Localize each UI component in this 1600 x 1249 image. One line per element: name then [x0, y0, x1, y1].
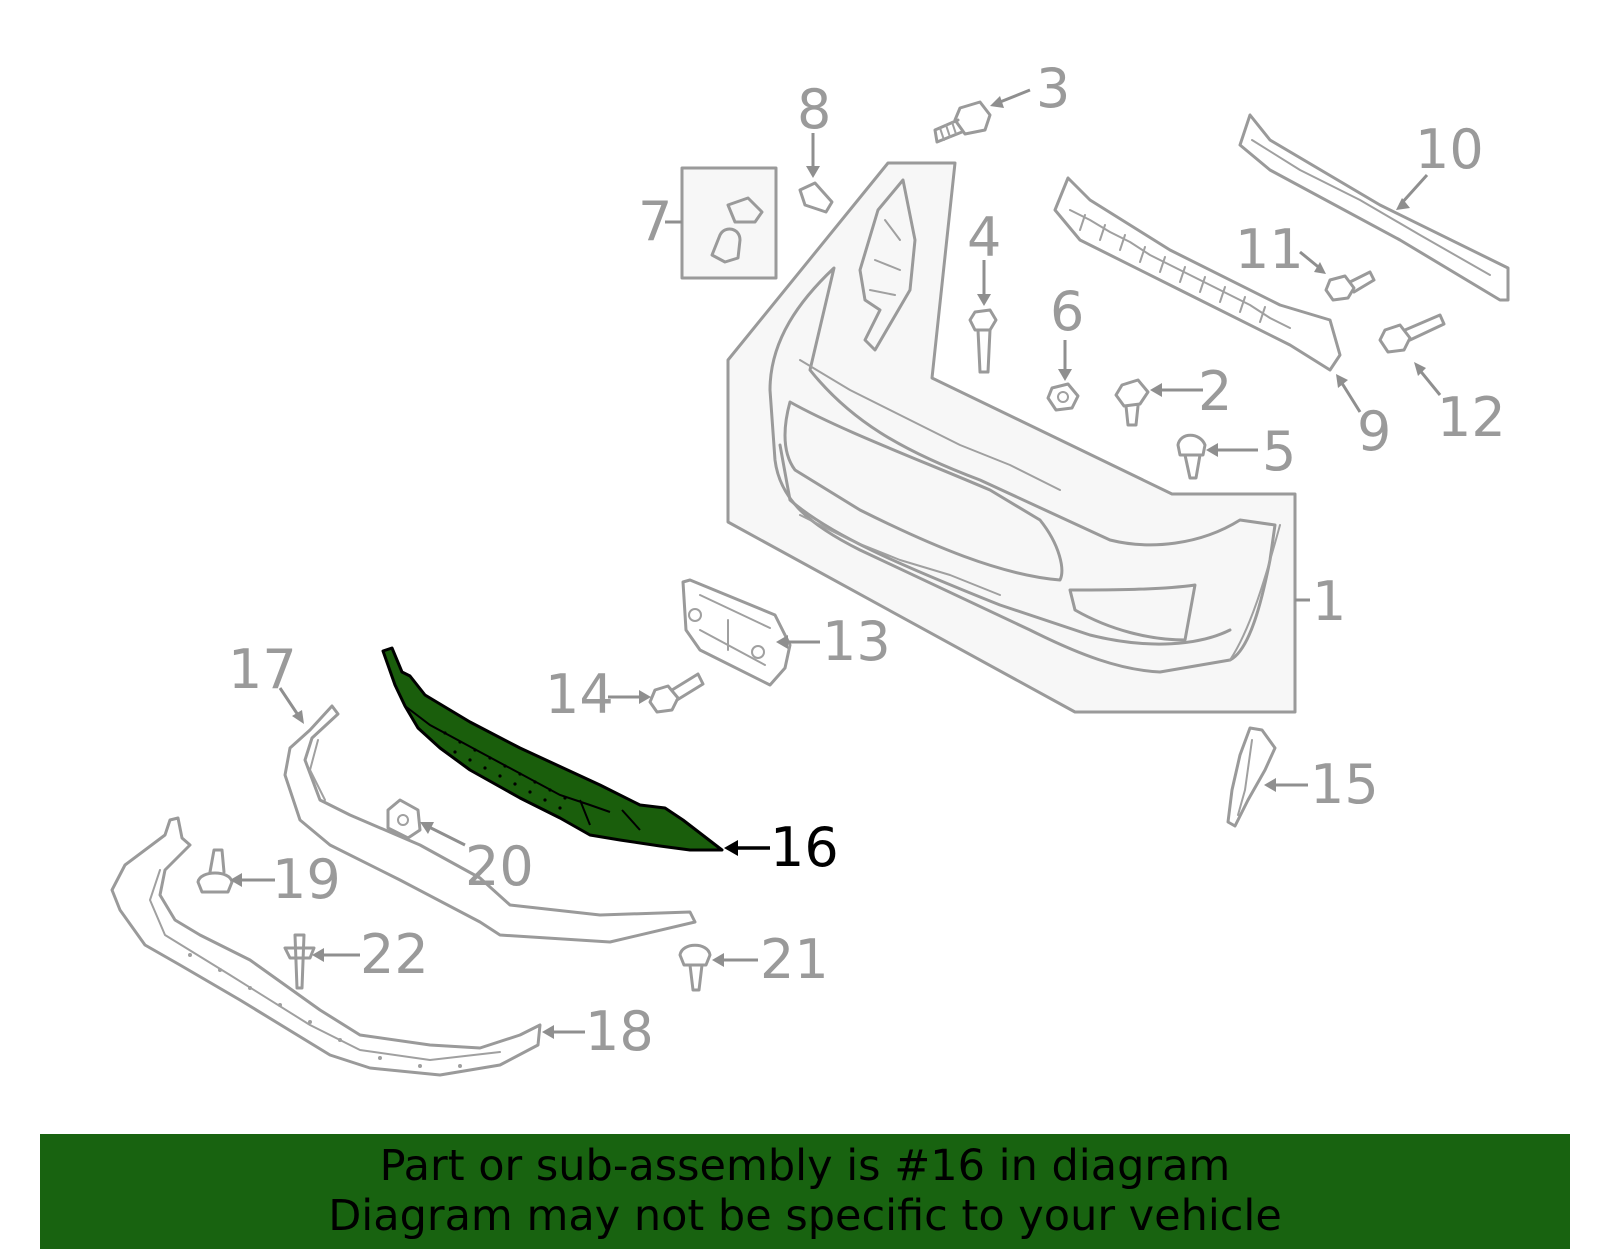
callout-6: 6 — [1050, 280, 1084, 343]
part-8-clip — [798, 181, 834, 214]
part-10-reinforcement — [1238, 113, 1510, 302]
part-17-lip-trim — [283, 704, 697, 944]
callout-22: 22 — [360, 923, 429, 986]
side-bracket — [858, 178, 917, 352]
callout-2: 2 — [1198, 360, 1232, 423]
callout-20: 20 — [465, 835, 534, 898]
parts-diagram: 1 2 3 4 5 6 — [110, 57, 1510, 1077]
part-12-bolt — [1378, 313, 1446, 354]
part-19-pin — [196, 848, 234, 894]
part-16-air-deflector — [381, 646, 724, 852]
callout-18: 18 — [585, 1000, 654, 1063]
part-14-screw — [648, 672, 705, 714]
part-16-highlighted — [381, 646, 724, 852]
callout-11: 11 — [1235, 218, 1304, 281]
callout-15: 15 — [1310, 753, 1379, 816]
banner-line-1: Part or sub-assembly is #16 in diagram — [379, 1141, 1231, 1191]
part-5-clip — [1176, 433, 1207, 480]
part-7-fastener-kit — [680, 166, 778, 280]
callout-12: 12 — [1437, 386, 1506, 449]
callout-4: 4 — [967, 206, 1001, 269]
callout-14: 14 — [545, 663, 614, 726]
part-3-bolt — [933, 100, 992, 144]
callout-1: 1 — [1312, 570, 1346, 633]
part-9-absorber — [1053, 176, 1342, 372]
callout-9: 9 — [1357, 400, 1391, 463]
part-13-license-bracket — [681, 578, 792, 687]
banner-line-2: Diagram may not be specific to your vehi… — [328, 1191, 1282, 1241]
part-18-lower-spoiler — [110, 816, 542, 1077]
callout-16: 16 — [770, 816, 839, 879]
callout-5: 5 — [1262, 420, 1296, 483]
callout-17: 17 — [228, 638, 297, 701]
callout-7: 7 — [638, 190, 672, 253]
part-4-bolt — [968, 308, 998, 374]
callout-10: 10 — [1415, 118, 1484, 181]
callout-3: 3 — [1036, 57, 1070, 120]
part-11-bolt — [1324, 270, 1376, 302]
part-15-bracket — [1226, 726, 1277, 828]
part-6-nut — [1046, 382, 1080, 412]
part-1-bumper-cover — [726, 161, 1297, 714]
callout-19: 19 — [272, 848, 341, 911]
info-banner: Part or sub-assembly is #16 in diagram D… — [40, 1134, 1570, 1249]
callout-13: 13 — [822, 610, 891, 673]
part-21-clip — [678, 943, 712, 992]
part-22-pin — [283, 933, 316, 990]
callout-21: 21 — [760, 928, 829, 991]
part-2-bolt — [1114, 378, 1150, 427]
part-20-nut — [386, 798, 422, 840]
callout-8: 8 — [797, 78, 831, 141]
